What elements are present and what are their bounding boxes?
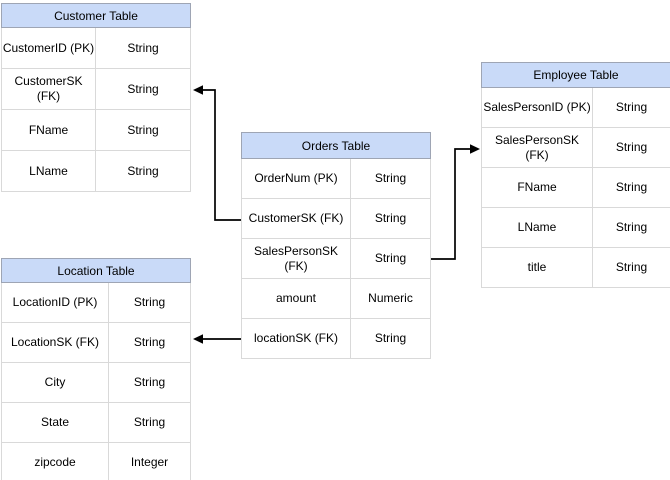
- customer-table[interactable]: Customer Table CustomerID (PK) String Cu…: [1, 3, 191, 192]
- orders-table[interactable]: Orders Table OrderNum (PK) String Custom…: [241, 132, 431, 359]
- field-cell: zipcode: [2, 443, 109, 480]
- orders-table-title: Orders Table: [241, 132, 431, 159]
- table-row: amount Numeric: [242, 279, 430, 319]
- orders-table-body: OrderNum (PK) String CustomerSK (FK) Str…: [241, 159, 431, 359]
- field-cell: CustomerSK (FK): [242, 199, 351, 239]
- field-cell: LName: [482, 208, 593, 248]
- field-cell: FName: [482, 168, 593, 208]
- table-row: OrderNum (PK) String: [242, 159, 430, 199]
- type-cell: String: [593, 88, 670, 128]
- type-cell: String: [351, 319, 430, 359]
- table-row: SalesPersonID (PK) String: [482, 88, 670, 128]
- location-table-title: Location Table: [1, 258, 191, 283]
- type-cell: String: [109, 363, 190, 403]
- table-row: LocationSK (FK) String: [2, 323, 190, 363]
- type-cell: String: [96, 28, 190, 69]
- arrowhead-employee-icon: [470, 144, 480, 154]
- type-cell: String: [96, 69, 190, 110]
- field-cell: OrderNum (PK): [242, 159, 351, 199]
- table-row: SalesPersonSK (FK) String: [482, 128, 670, 168]
- table-row: FName String: [482, 168, 670, 208]
- type-cell: String: [351, 199, 430, 239]
- field-cell: title: [482, 248, 593, 288]
- field-cell: SalesPersonID (PK): [482, 88, 593, 128]
- connector-orders-to-employee[interactable]: [431, 144, 480, 260]
- table-row: City String: [2, 363, 190, 403]
- type-cell: Integer: [109, 443, 190, 480]
- type-cell: String: [351, 239, 430, 279]
- arrowhead-location-icon: [193, 334, 203, 344]
- table-row: CustomerID (PK) String: [2, 28, 190, 69]
- connector-orders-to-location[interactable]: [193, 334, 241, 344]
- table-row: State String: [2, 403, 190, 443]
- table-row: LName String: [482, 208, 670, 248]
- type-cell: String: [593, 248, 670, 288]
- type-cell: String: [351, 159, 430, 199]
- field-cell: CustomerID (PK): [2, 28, 96, 69]
- type-cell: String: [593, 168, 670, 208]
- table-row: FName String: [2, 110, 190, 151]
- arrowhead-customer-icon: [193, 85, 203, 95]
- table-row: CustomerSK (FK) String: [2, 69, 190, 110]
- type-cell: String: [109, 323, 190, 363]
- type-cell: String: [109, 403, 190, 443]
- type-cell: String: [593, 128, 670, 168]
- location-table[interactable]: Location Table LocationID (PK) String Lo…: [1, 258, 191, 480]
- table-row: title String: [482, 248, 670, 288]
- field-cell: SalesPersonSK (FK): [482, 128, 593, 168]
- location-table-body: LocationID (PK) String LocationSK (FK) S…: [1, 283, 191, 480]
- table-row: LocationID (PK) String: [2, 283, 190, 323]
- field-cell: locationSK (FK): [242, 319, 351, 359]
- type-cell: String: [109, 283, 190, 323]
- table-row: locationSK (FK) String: [242, 319, 430, 359]
- field-cell: City: [2, 363, 109, 403]
- type-cell: String: [593, 208, 670, 248]
- connector-orders-to-customer[interactable]: [193, 85, 241, 221]
- field-cell: State: [2, 403, 109, 443]
- customer-table-title: Customer Table: [1, 3, 191, 28]
- field-cell: CustomerSK (FK): [2, 69, 96, 110]
- employee-table-body: SalesPersonID (PK) String SalesPersonSK …: [481, 88, 670, 288]
- employee-table[interactable]: Employee Table SalesPersonID (PK) String…: [481, 62, 670, 288]
- field-cell: FName: [2, 110, 96, 151]
- field-cell: SalesPersonSK (FK): [242, 239, 351, 279]
- type-cell: String: [96, 110, 190, 151]
- table-row: zipcode Integer: [2, 443, 190, 480]
- table-row: SalesPersonSK (FK) String: [242, 239, 430, 279]
- type-cell: String: [96, 151, 190, 192]
- table-row: CustomerSK (FK) String: [242, 199, 430, 239]
- customer-table-body: CustomerID (PK) String CustomerSK (FK) S…: [1, 28, 191, 192]
- field-cell: LocationSK (FK): [2, 323, 109, 363]
- field-cell: LName: [2, 151, 96, 192]
- table-row: LName String: [2, 151, 190, 192]
- employee-table-title: Employee Table: [481, 62, 670, 88]
- type-cell: Numeric: [351, 279, 430, 319]
- field-cell: amount: [242, 279, 351, 319]
- field-cell: LocationID (PK): [2, 283, 109, 323]
